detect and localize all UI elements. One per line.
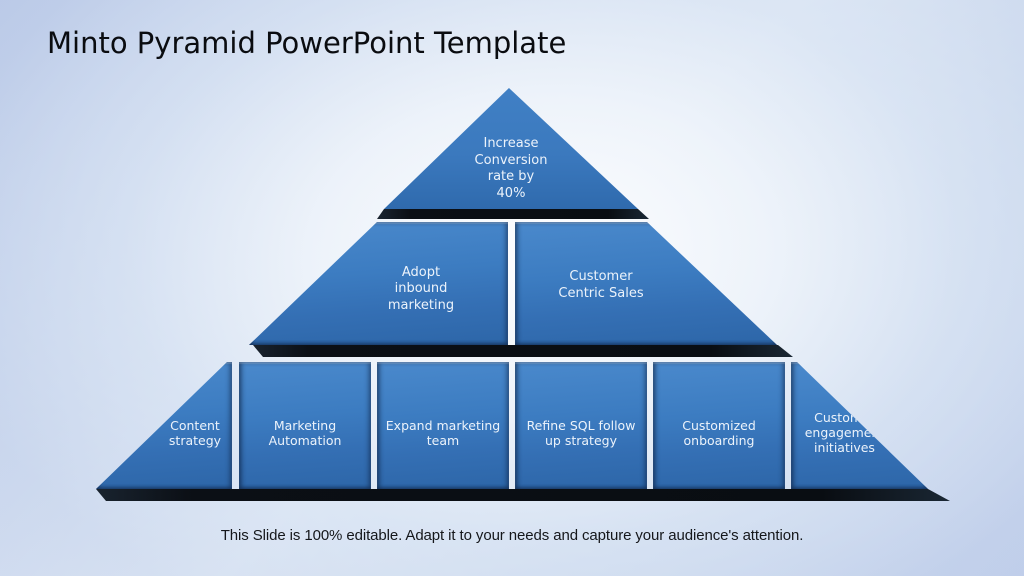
pyramid-mid-left-block: Adopt inbound marketing <box>249 222 508 345</box>
block-label: Expand marketing team <box>385 417 501 448</box>
pyramid-mid-left-label: Adopt inbound marketing <box>387 264 455 313</box>
pyramid-bottom-block-customized-onboarding: Customized onboarding <box>653 362 785 489</box>
block-label: Customized onboarding <box>682 417 756 448</box>
pyramid-shadow-band-1 <box>377 209 649 219</box>
block-label: Customer engagement initiatives <box>804 410 885 455</box>
pyramid-bottom-block-customer-engagement: Customer engagement initiatives <box>791 362 928 489</box>
pyramid-mid-right-label: Customer Centric Sales <box>558 269 644 301</box>
block-label: Content strategy <box>168 417 222 448</box>
pyramid-top-label: Increase Conversion rate by 40% <box>474 136 548 201</box>
pyramid-bottom-block-expand-marketing-team: Expand marketing team <box>377 362 509 489</box>
pyramid-shadow-band-3 <box>96 489 950 501</box>
pyramid-bottom-block-marketing-automation: Marketing Automation <box>239 362 371 489</box>
pyramid-top-block: Increase Conversion rate by 40% <box>384 88 638 209</box>
block-label: Refine SQL follow up strategy <box>526 417 636 448</box>
pyramid-shadow-band-2 <box>253 345 793 357</box>
pyramid-bottom-block-refine-sql: Refine SQL follow up strategy <box>515 362 647 489</box>
pyramid-mid-right-block: Customer Centric Sales <box>515 222 777 345</box>
pyramid-bottom-block-content-strategy: Content strategy <box>96 362 232 489</box>
slide-footer-note: This Slide is 100% editable. Adapt it to… <box>220 527 804 544</box>
slide-title: Minto Pyramid PowerPoint Template <box>47 26 567 60</box>
block-label: Marketing Automation <box>268 417 342 448</box>
